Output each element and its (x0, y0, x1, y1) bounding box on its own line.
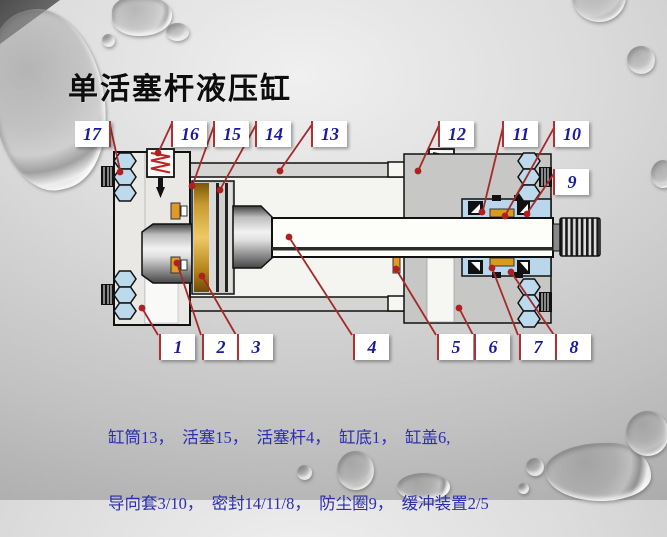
callout-box-8: 8 (555, 334, 591, 360)
parts-legend: 缸筒13， 活塞15， 活塞杆4， 缸底1， 缸盖6, 导向套3/10， 密封1… (108, 383, 588, 537)
callout-box-2: 2 (202, 334, 238, 360)
callout-box-14: 14 (255, 121, 291, 147)
water-droplet (651, 160, 667, 188)
water-droplet (337, 451, 374, 490)
piston (191, 180, 235, 295)
rod-thread (552, 217, 601, 257)
callout-box-5: 5 (437, 334, 473, 360)
callout-box-7: 7 (519, 334, 555, 360)
water-droplet (518, 483, 529, 494)
callout-box-3: 3 (237, 334, 273, 360)
water-droplet (112, 0, 172, 36)
parts-legend-line-2: 导向套3/10， 密封14/11/8， 防尘圈9， 缓冲装置2/5 (108, 494, 489, 513)
callout-box-4: 4 (353, 334, 389, 360)
slide-background: { "slide": { "title": "单活塞杆液压缸", "captio… (0, 0, 667, 513)
water-droplet (572, 0, 626, 22)
piston-rod (232, 205, 554, 269)
callout-box-15: 15 (213, 121, 249, 147)
water-droplet (526, 458, 544, 476)
callout-lines (109, 122, 556, 336)
water-droplet (627, 46, 655, 74)
callout-box-1: 1 (159, 334, 195, 360)
cushion-spear (141, 223, 193, 284)
callout-box-6: 6 (474, 334, 510, 360)
water-droplet (166, 23, 189, 41)
callout-box-16: 16 (171, 121, 207, 147)
port-fitting-bottom-left (101, 270, 137, 320)
page-title: 单活塞杆液压缸 (68, 73, 292, 106)
callout-box-10: 10 (553, 121, 589, 147)
callout-box-17: 17 (75, 121, 111, 147)
water-droplet (297, 465, 312, 480)
callout-box-11: 11 (502, 121, 538, 147)
water-droplet (397, 473, 450, 501)
callout-box-9: 9 (553, 169, 589, 195)
rod-gland-lower (461, 256, 552, 278)
water-droplet (545, 443, 651, 501)
callout-box-13: 13 (311, 121, 347, 147)
callout-dots (116, 149, 531, 312)
water-droplet (102, 34, 115, 47)
callout-box-12: 12 (438, 121, 474, 147)
water-droplet (626, 411, 667, 456)
parts-legend-line-1: 缸筒13， 活塞15， 活塞杆4， 缸底1， 缸盖6, (108, 428, 451, 447)
hydraulic-cylinder-diagram (101, 122, 601, 336)
